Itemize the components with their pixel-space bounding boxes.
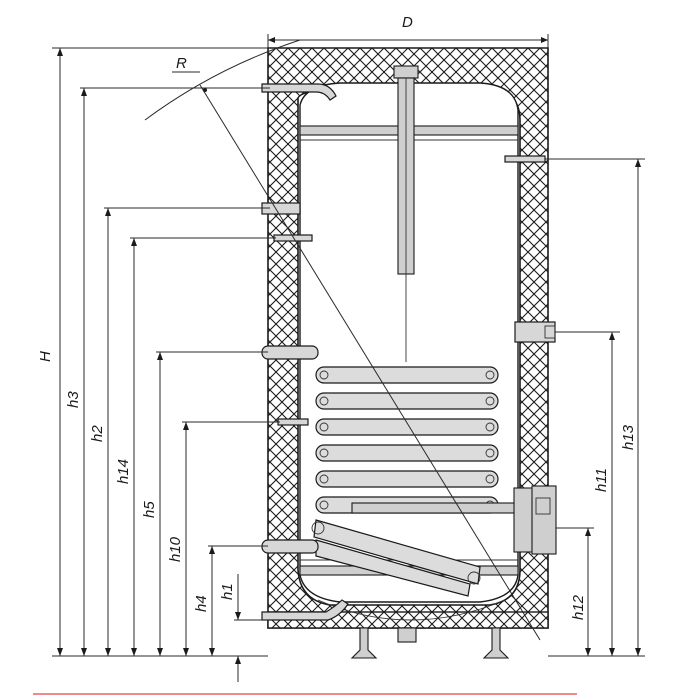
heater-cover [531,485,557,555]
label-h2: h2 [89,425,106,442]
anode-rod [393,65,419,362]
label-h1: h1 [219,583,236,600]
radius-label: R [176,55,187,72]
label-H: H [37,351,54,362]
right-dimensions: h13 h11 h12 [545,158,645,657]
left-dimensions: H h3 h2 h14 h5 h10 h [37,47,280,682]
label-h12: h12 [570,594,587,620]
electric-heater [351,485,557,555]
label-h10: h10 [167,536,184,562]
label-h14: h14 [115,459,132,484]
sensor-sleeve-mid [277,418,309,426]
heater-rod [351,502,529,514]
pipe-coil-outlet [261,539,319,554]
label-h5: h5 [141,501,158,518]
label-h11: h11 [593,468,610,492]
dimension-radius: R [144,39,541,641]
anode-cap [393,65,419,79]
thermometer-port [514,321,556,343]
pipe-coil-inlet [261,345,319,360]
heating-coil [311,366,499,597]
connection-pipes [261,83,556,621]
pipe-cold-water-inlet [261,599,349,621]
sensor-sleeve-right [504,155,546,163]
accent-bar [33,693,577,695]
diameter-label: D [402,14,413,31]
dimension-diameter: D [267,14,549,48]
coil-upper-loops [315,366,499,514]
label-h13: h13 [620,424,637,450]
tank-feet [350,627,510,659]
label-h4: h4 [193,595,210,612]
label-h3: h3 [65,391,82,408]
pipe-hot-water-outlet [261,83,337,101]
